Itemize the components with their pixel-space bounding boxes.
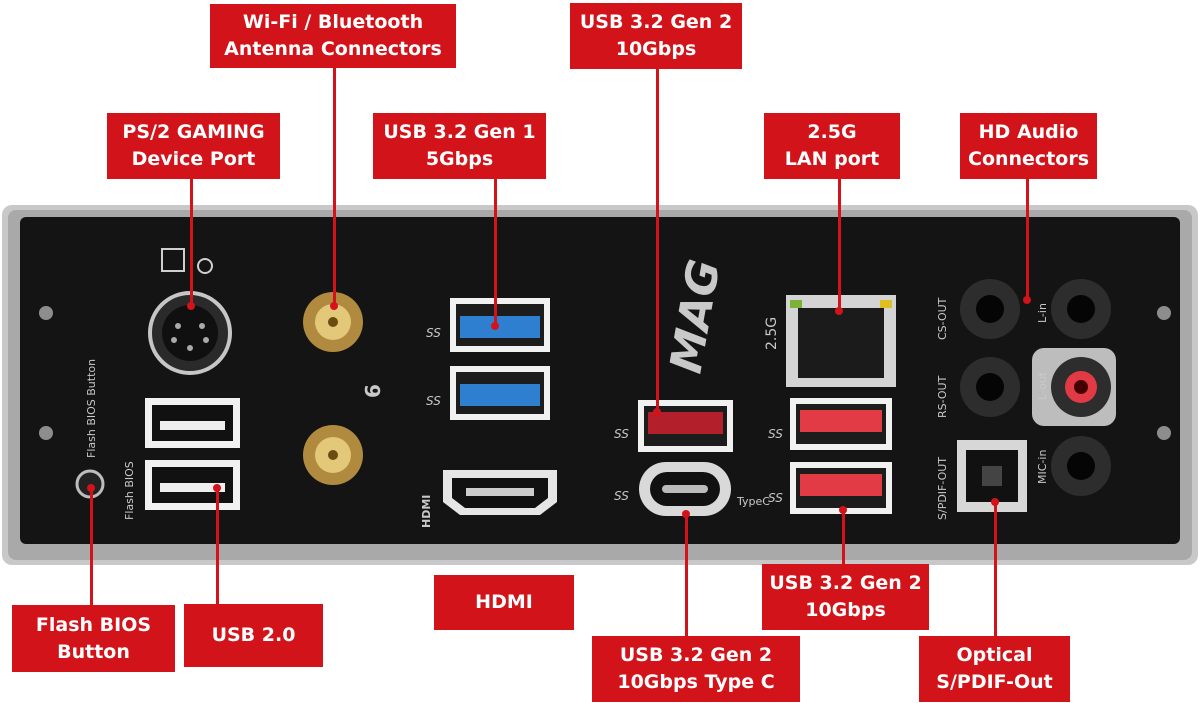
label-usb32-gen2-typec-line2: 10Gbps Type C (617, 671, 775, 693)
dot-optical (991, 498, 999, 506)
flash-bios-text: Flash BIOS (123, 461, 136, 520)
line-usb32-gen1 (494, 178, 497, 326)
ss-logo-6: SS (768, 491, 783, 505)
label-lan: 2.5G LAN port (764, 113, 900, 179)
antenna-connectors[interactable] (303, 292, 363, 485)
usb-typec-port[interactable] (639, 462, 731, 516)
label-optical-line1: Optical (956, 644, 1033, 666)
label-hd-audio-line2: Connectors (968, 148, 1090, 170)
mic-in-text: MIC-in (1036, 450, 1049, 484)
lan-speed-text: 2.5G (764, 317, 780, 350)
dot-usb32-gen2-bottom (839, 506, 847, 514)
ss-logo-1: SS (426, 326, 441, 340)
dot-hd-audio (1023, 296, 1031, 304)
label-hd-audio-line1: HD Audio (978, 121, 1079, 143)
label-usb32-gen2-top-line2: 10Gbps (615, 38, 697, 60)
label-ps2-line1: PS/2 GAMING (122, 121, 265, 143)
flash-bios-button-text: Flash BIOS Button (85, 359, 98, 458)
audio-jacks[interactable] (960, 279, 1116, 496)
label-usb32-gen1: USB 3.2 Gen 1 5Gbps (373, 113, 546, 179)
label-wifi-line1: Wi-Fi / Bluetooth (242, 11, 424, 33)
label-lan-line1: 2.5G (807, 121, 857, 143)
label-usb32-gen2-top-line1: USB 3.2 Gen 2 (579, 11, 733, 33)
ss-logo-3: SS (614, 427, 629, 441)
usb32-gen2-ports-bottom[interactable] (790, 398, 892, 514)
ss-logo-4: SS (614, 489, 629, 503)
label-usb32-gen2-bottom-line1: USB 3.2 Gen 2 (769, 572, 922, 594)
line-lan (838, 178, 841, 311)
dot-usb20 (213, 484, 221, 492)
label-flash-bios-line1: Flash BIOS (35, 613, 152, 636)
line-usb32-gen2-top (656, 68, 659, 412)
label-wifi-bluetooth: Wi-Fi / Bluetooth Antenna Connectors (210, 4, 456, 68)
label-optical-line2: S/PDIF-Out (936, 671, 1053, 693)
hdmi-port[interactable] (443, 470, 557, 515)
dot-flash-bios (87, 484, 95, 492)
antenna-mark-text: 6 (361, 384, 385, 398)
line-optical (994, 502, 997, 636)
rs-out-text: RS-OUT (936, 375, 949, 418)
ps2-port[interactable] (148, 248, 232, 375)
typec-text: TypeC (736, 495, 770, 508)
usb32-gen1-ports[interactable] (450, 298, 550, 420)
label-hd-audio: HD Audio Connectors (960, 113, 1097, 179)
label-optical: Optical S/PDIF-Out (919, 636, 1070, 702)
label-usb32-gen1-line1: USB 3.2 Gen 1 (383, 121, 536, 143)
l-in-text: L-in (1036, 303, 1049, 323)
ss-logo-2: SS (426, 394, 441, 408)
label-hdmi: HDMI (434, 575, 574, 630)
label-usb32-gen2-typec-line1: USB 3.2 Gen 2 (619, 644, 773, 666)
optical-spdif-port[interactable] (957, 440, 1027, 512)
line-wifi (333, 68, 336, 306)
line-ps2 (190, 178, 193, 306)
line-usb32-gen2-bottom (842, 510, 845, 564)
usb20-ports[interactable] (145, 398, 240, 510)
line-hd-audio-v (1026, 178, 1029, 300)
dot-lan (835, 307, 843, 315)
label-flash-bios: Flash BIOS Button (12, 605, 175, 672)
label-usb32-gen1-line2: 5Gbps (425, 148, 494, 170)
label-ps2-line2: Device Port (131, 148, 256, 170)
line-flash-bios (90, 488, 93, 606)
label-lan-line2: LAN port (784, 148, 880, 170)
line-typec (685, 514, 688, 636)
label-usb32-gen2-top: USB 3.2 Gen 2 10Gbps (570, 3, 742, 69)
label-wifi-line2: Antenna Connectors (224, 38, 442, 60)
screw-holes (39, 306, 1171, 440)
dot-wifi (330, 302, 338, 310)
dot-usb32-gen2-top (653, 408, 661, 416)
label-flash-bios-line2: Button (57, 640, 130, 663)
ss-logo-5: SS (768, 427, 783, 441)
label-usb32-gen2-bottom: USB 3.2 Gen 2 10Gbps (762, 564, 929, 630)
label-usb20-line1: USB 2.0 (211, 624, 296, 646)
cs-out-text: CS-OUT (936, 297, 949, 340)
label-hdmi-line1: HDMI (475, 591, 533, 613)
label-ps2: PS/2 GAMING Device Port (107, 113, 280, 179)
label-usb20: USB 2.0 (184, 604, 323, 667)
hdmi-logo-text: HDMI (420, 495, 433, 528)
label-usb32-gen2-bottom-line2: 10Gbps (805, 599, 886, 621)
line-usb20 (216, 488, 219, 604)
usb32-gen2-port-top[interactable] (638, 400, 733, 452)
dot-typec (682, 510, 690, 518)
spdif-out-text: S/PDIF-OUT (936, 457, 949, 520)
dot-ps2 (187, 302, 195, 310)
l-out-text: L-out (1036, 371, 1049, 400)
dot-usb32-gen1 (491, 322, 499, 330)
label-usb32-gen2-typec: USB 3.2 Gen 2 10Gbps Type C (592, 636, 800, 702)
